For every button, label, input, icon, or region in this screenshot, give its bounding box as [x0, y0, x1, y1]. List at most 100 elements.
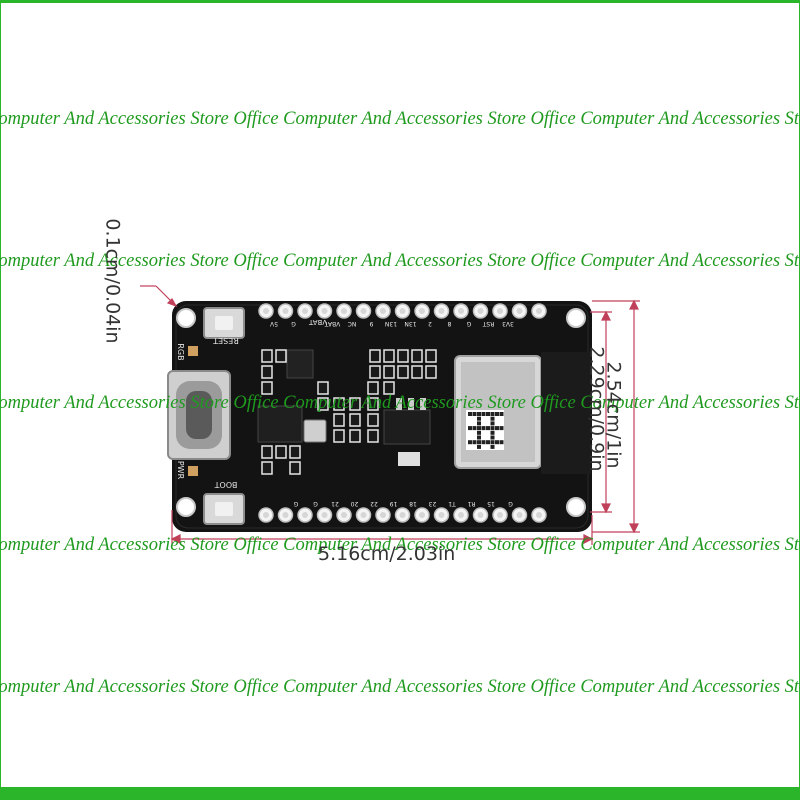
watermark-row: Computer And Accessories Store Office Co…: [0, 109, 800, 129]
smd-component: [411, 365, 423, 379]
inner-height-dimension-label: 2.29cm/0.9in: [585, 346, 608, 472]
qr-cell: [486, 440, 490, 445]
silk-pin-label: 2: [428, 320, 432, 327]
smd-component: [317, 381, 329, 395]
silk-pin-label: 19: [390, 500, 398, 507]
silk-pin-label: 8: [447, 320, 451, 327]
silk-pin-label: NC: [348, 320, 357, 327]
qr-cell: [499, 440, 504, 445]
header-pin-hole: [477, 308, 484, 314]
qr-cell: [477, 421, 481, 426]
header-pin-hole: [399, 512, 406, 518]
bottom-header-pins: [258, 507, 547, 523]
dimension-width: [170, 510, 594, 545]
top-header-pins: [258, 303, 547, 319]
frame-border-left: [0, 0, 1, 800]
smd-component: [367, 381, 379, 395]
small-chip: [286, 349, 314, 379]
smd-component: [317, 397, 329, 411]
header-pin-hole: [536, 512, 542, 518]
smd-component: [289, 445, 301, 459]
header-pin-hole: [516, 308, 523, 314]
smd-component: [425, 365, 437, 379]
header-pin-hole: [321, 512, 328, 518]
smd-component: [333, 397, 345, 411]
silk-pin-label: 23: [429, 500, 437, 507]
smd-component: [261, 445, 273, 459]
silk-pin-label: 18: [409, 500, 417, 507]
silk-boot: BOOT: [214, 480, 237, 489]
qr-cell: [495, 412, 499, 416]
smd-component: [333, 429, 345, 443]
dimension-hole-leader: [140, 285, 178, 308]
smd-component: [349, 429, 361, 443]
qr-cell: [481, 426, 486, 431]
smd-component: [367, 429, 379, 443]
silk-pin-label: 22: [370, 500, 378, 507]
smd-component: [383, 381, 395, 395]
silk-pin-label: G: [508, 500, 513, 507]
smd-component: [349, 413, 361, 427]
silk-pin-label: 5V: [269, 320, 278, 327]
header-pin-hole: [263, 512, 269, 518]
qr-cell: [477, 435, 481, 440]
smd-component: [383, 349, 395, 363]
header-pin-hole: [380, 308, 386, 314]
header-pin-hole: [477, 512, 484, 518]
watermark-row: Computer And Accessories Store Office Co…: [0, 251, 800, 271]
qr-cell: [490, 426, 495, 431]
smd-component: [261, 381, 273, 395]
qr-cell: [490, 435, 495, 440]
smd-component: [367, 413, 379, 427]
smd-component: [367, 397, 379, 411]
header-pin-hole: [516, 512, 523, 518]
smd-component: [369, 365, 381, 379]
mounting-hole: [176, 497, 196, 517]
smd-component: [261, 461, 273, 475]
qr-cell: [468, 440, 472, 445]
frame-border-bottom: [0, 787, 800, 800]
silk-pin-label: 21: [331, 500, 339, 507]
watermark-row: Computer And Accessories Store Office Co…: [0, 393, 800, 413]
silk-pin-label: 20: [351, 500, 359, 507]
qr-cell: [486, 412, 490, 416]
qr-cell: [472, 426, 477, 431]
mounting-hole: [566, 308, 586, 328]
header-pin-hole: [536, 308, 542, 314]
header-pin-hole: [438, 512, 445, 518]
crystal: [303, 419, 327, 443]
silk-pwr: PWR: [176, 461, 185, 480]
silk-pin-label: VBAT: [324, 320, 340, 327]
silk-vbat: VBAT: [308, 318, 327, 326]
qr-cell: [468, 412, 472, 416]
qr-cell: [468, 426, 472, 431]
silk-pin-label: 15: [487, 500, 495, 507]
smd-component: [275, 445, 287, 459]
header-pin-hole: [302, 512, 308, 518]
header-pin-hole: [282, 308, 289, 314]
header-pin-hole: [341, 308, 347, 314]
header-pin-hole: [497, 512, 503, 518]
smd-component: [275, 349, 287, 363]
header-pin-hole: [399, 308, 406, 314]
rgb-led: [188, 346, 198, 356]
silk-rgb: RGB: [176, 343, 185, 360]
smd-component: [425, 349, 437, 363]
smd-component: [397, 365, 409, 379]
watermark-row: Computer And Accessories Store Office Co…: [0, 535, 800, 555]
header-pin-hole: [497, 308, 503, 314]
qr-cell: [495, 440, 499, 445]
mounting-hole: [566, 497, 586, 517]
qr-cell: [486, 426, 490, 431]
qr-cell: [490, 430, 495, 435]
watermark-row: Computer And Accessories Store Office Co…: [0, 677, 800, 697]
dimension-height-inner: [590, 310, 612, 514]
qr-cell: [490, 421, 495, 426]
header-pin-hole: [282, 512, 289, 518]
smd-component: [289, 461, 301, 475]
qr-cell: [477, 440, 481, 445]
smd-component: [411, 349, 423, 363]
qr-cell: [477, 426, 481, 431]
